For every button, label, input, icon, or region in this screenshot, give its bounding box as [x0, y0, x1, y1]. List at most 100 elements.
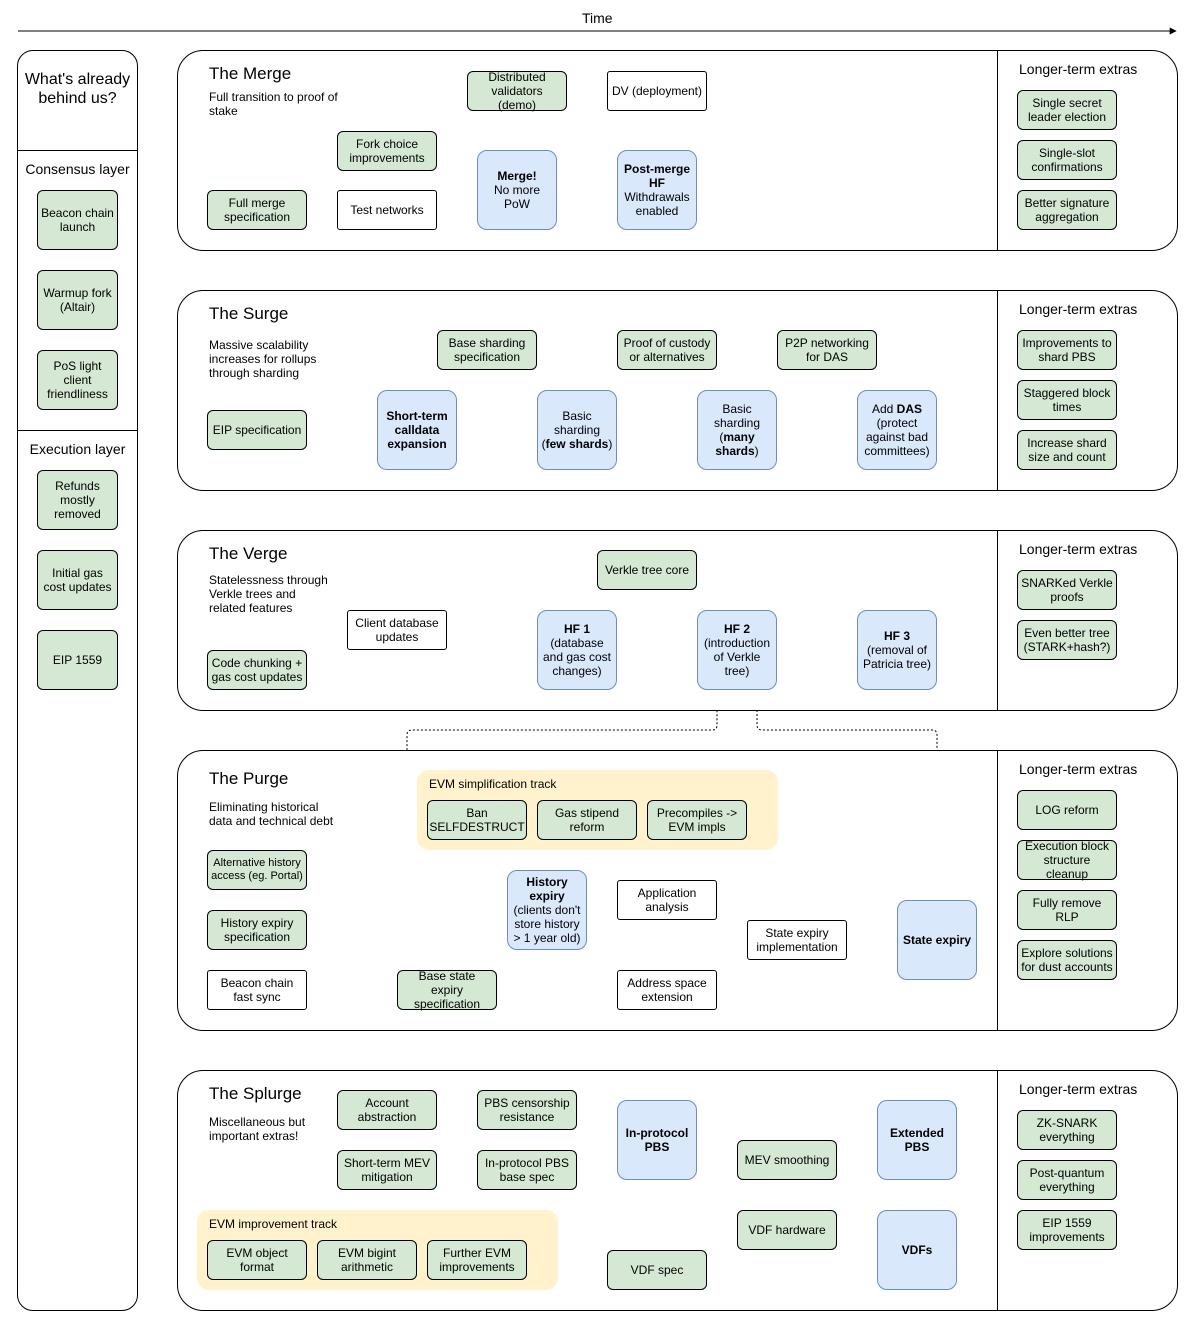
node-fork-choice: Fork choice improvements — [337, 131, 437, 171]
hf1-rest: (database and gas cost changes) — [542, 636, 612, 678]
merge-bold: Merge! — [497, 169, 537, 183]
node-gas-stipend: Gas stipend reform — [537, 800, 637, 840]
left-item-light-client: PoS light client friendliness — [37, 350, 118, 410]
basic-few-post: ) — [608, 437, 613, 451]
node-distributed-validators: Distributed validators (demo) — [467, 70, 567, 112]
merge-extra-sig-agg: Better signature aggregation — [1017, 190, 1117, 230]
node-p2p-networking: P2P networking for DAS — [777, 330, 877, 370]
left-item-altair: Warmup fork (Altair) — [37, 270, 118, 330]
node-basic-sharding-many: Basic sharding (many shards) — [697, 390, 777, 470]
node-vdfs: VDFs — [877, 1210, 957, 1290]
node-vdf-spec: VDF spec — [607, 1250, 707, 1290]
merge-title: The Merge — [209, 64, 292, 83]
surge-separator — [997, 290, 998, 491]
splurge-subtitle: Miscellaneous but important extras! — [209, 1115, 306, 1143]
time-label: Time — [582, 10, 613, 26]
node-precompiles: Precompiles -> EVM impls — [647, 800, 747, 840]
hf2-bold: HF 2 — [723, 622, 750, 636]
purge-separator — [997, 750, 998, 1031]
node-add-das: Add DAS (protect against bad committees) — [857, 390, 937, 470]
consensus-layer-header: Consensus layer — [25, 161, 130, 177]
execution-layer-header: Execution layer — [29, 441, 126, 457]
surge-extra-shard-size: Increase shard size and count — [1017, 430, 1117, 470]
node-beacon-fast-sync: Beacon chain fast sync — [207, 970, 307, 1010]
splurge-longterm-label: Longer-term extras — [1019, 1081, 1138, 1097]
verge-title: The Verge — [209, 544, 288, 563]
node-proof-custody: Proof of custody or alternatives — [617, 330, 717, 370]
node-eip-spec: EIP specification — [207, 410, 307, 450]
node-merge: Merge! No more PoW — [477, 150, 557, 230]
verge-extra-better-tree: Even better tree (STARK+hash?) — [1017, 620, 1117, 660]
verge-longterm-label: Longer-term extras — [1019, 541, 1138, 557]
splurge-extra-eip1559: EIP 1559 improvements — [1017, 1210, 1117, 1250]
basic-many-pre: Basic sharding ( — [713, 402, 761, 444]
basic-few-bold: few shards — [545, 437, 609, 451]
left-item-gas-cost: Initial gas cost updates — [37, 550, 118, 610]
splurge-title: The Splurge — [209, 1084, 302, 1103]
node-further-evm: Further EVM improvements — [427, 1240, 527, 1280]
node-state-expiry: State expiry — [897, 900, 977, 980]
hf2-rest: (introduction of Verkle tree) — [703, 636, 771, 678]
node-test-networks: Test networks — [337, 190, 437, 230]
node-base-state-spec: Base state expiry specification — [397, 969, 497, 1011]
basic-few-pre: Basic sharding ( — [541, 409, 601, 451]
merge-rest: No more PoW — [493, 183, 540, 211]
hf3-bold: HF 3 — [883, 629, 910, 643]
purge-extra-block-structure: Execution block structure cleanup — [1017, 839, 1117, 881]
node-hf3: HF 3 (removal of Patricia tree) — [857, 610, 937, 690]
node-app-analysis: Application analysis — [617, 880, 717, 920]
hf1-bold: HF 1 — [563, 622, 590, 636]
node-dv-deployment: DV (deployment) — [607, 71, 707, 111]
surge-title: The Surge — [209, 304, 289, 323]
evm-simplification-track-label: EVM simplification track — [429, 777, 557, 791]
history-bold: History expiry — [526, 875, 568, 903]
node-evm-bigint: EVM bigint arithmetic — [317, 1240, 417, 1280]
splurge-extra-post-quantum: Post-quantum everything — [1017, 1160, 1117, 1200]
node-inprotocol-pbs: In-protocol PBS — [617, 1100, 697, 1180]
verge-separator — [997, 530, 998, 711]
verge-extra-snarked: SNARKed Verkle proofs — [1017, 570, 1117, 610]
post-merge-rest: Withdrawals enabled — [624, 190, 690, 218]
surge-panel — [177, 290, 1178, 491]
left-item-beacon-chain: Beacon chain launch — [37, 190, 118, 250]
surge-extra-shard-pbs: Improvements to shard PBS — [1017, 330, 1117, 370]
purge-extra-log: LOG reform — [1017, 790, 1117, 830]
node-address-space: Address space extension — [617, 970, 717, 1010]
node-full-merge-spec: Full merge specification — [207, 190, 307, 230]
node-hf1: HF 1 (database and gas cost changes) — [537, 610, 617, 690]
node-basic-sharding-few: Basic sharding (few shards) — [537, 390, 617, 470]
merge-extra-single-slot: Single-slot confirmations — [1017, 140, 1117, 180]
merge-separator — [997, 50, 998, 251]
node-account-abstraction: Account abstraction — [337, 1090, 437, 1130]
node-alt-history: Alternative history access (eg. Portal) — [207, 850, 307, 890]
node-short-term-calldata: Short-term calldata expansion — [377, 390, 457, 470]
node-pbs-censorship: PBS censorship resistance — [477, 1090, 577, 1130]
purge-subtitle: Eliminating historical data and technica… — [209, 800, 334, 828]
das-bold: DAS — [896, 402, 923, 416]
history-rest: (clients don't store history > 1 year ol… — [513, 903, 581, 945]
left-divider-1 — [17, 150, 138, 151]
basic-many-post: ) — [754, 444, 759, 458]
left-item-refunds: Refunds mostly removed — [37, 470, 118, 530]
node-short-term-mev: Short-term MEV mitigation — [337, 1150, 437, 1190]
surge-extra-staggered: Staggered block times — [1017, 380, 1117, 420]
das-pre: Add — [871, 402, 897, 416]
node-evm-object-format: EVM object format — [207, 1240, 307, 1280]
surge-longterm-label: Longer-term extras — [1019, 301, 1138, 317]
node-code-chunking: Code chunking + gas cost updates — [207, 650, 307, 690]
node-verkle-core: Verkle tree core — [597, 550, 697, 590]
node-extended-pbs: Extended PBS — [877, 1100, 957, 1180]
splurge-separator — [997, 1070, 998, 1311]
purge-longterm-label: Longer-term extras — [1019, 761, 1138, 777]
evm-improvement-track-label: EVM improvement track — [209, 1217, 338, 1231]
node-hf2: HF 2 (introduction of Verkle tree) — [697, 610, 777, 690]
purge-extra-rlp: Fully remove RLP — [1017, 890, 1117, 930]
node-history-spec: History expiry specification — [207, 910, 307, 950]
node-client-db: Client database updates — [347, 610, 447, 650]
dotted-hf2-to-state — [756, 690, 941, 900]
left-title: What's already behind us? — [24, 71, 131, 107]
purge-extra-dust: Explore solutions for dust accounts — [1017, 940, 1117, 980]
purge-title: The Purge — [209, 769, 289, 788]
node-mev-smoothing: MEV smoothing — [737, 1140, 837, 1180]
